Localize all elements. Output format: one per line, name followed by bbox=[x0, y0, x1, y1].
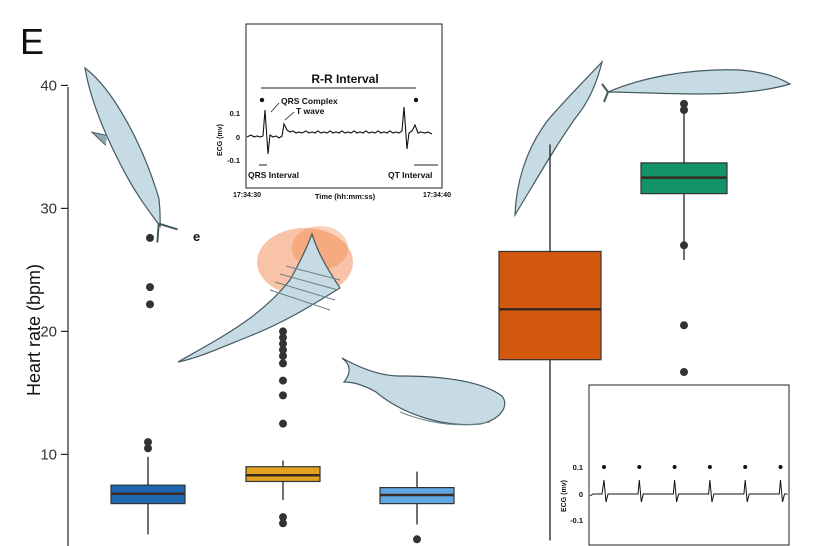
ecg-bottom-ytick: -0.1 bbox=[570, 516, 583, 525]
ecg-inset-bottom: ECG (mv) 0.1 0 -0.1 bbox=[561, 384, 790, 546]
whale-illustration-3 bbox=[341, 357, 506, 426]
outlier-point bbox=[144, 438, 152, 447]
r-peak-marker bbox=[259, 97, 265, 103]
ecg-top-ytick: 0 bbox=[236, 133, 240, 142]
outlier-point bbox=[680, 106, 688, 114]
outlier-point bbox=[279, 391, 287, 400]
beat-marker bbox=[602, 465, 606, 469]
beat-marker bbox=[743, 465, 748, 469]
y-ticks: 10 20 30 40 bbox=[40, 77, 68, 463]
ecg-top-x-start: 17:34:30 bbox=[233, 192, 261, 199]
rr-interval-title: R-R Interval bbox=[311, 72, 378, 86]
panel-label: E bbox=[20, 21, 44, 62]
t-wave-arrow bbox=[284, 111, 295, 121]
column1-outliers bbox=[146, 233, 154, 309]
qrs-complex-label: QRS Complex bbox=[281, 96, 338, 106]
outlier-point bbox=[279, 359, 287, 368]
outlier-point bbox=[144, 444, 152, 453]
box-plot-2 bbox=[245, 327, 321, 528]
outlier-point bbox=[146, 283, 154, 292]
outlier-point bbox=[146, 300, 154, 309]
stray-label: e bbox=[193, 229, 200, 244]
ecg-bottom-trace bbox=[589, 479, 788, 503]
outlier-point bbox=[279, 333, 287, 342]
outlier-point bbox=[279, 345, 287, 354]
ecg-inset-top-frame bbox=[245, 23, 443, 189]
outlier-point bbox=[279, 339, 287, 348]
y-tick-label: 10 bbox=[40, 446, 57, 463]
ecg-top-ylabel: ECG (mv) bbox=[217, 124, 224, 156]
qt-interval-label: QT Interval bbox=[388, 170, 432, 180]
outlier-point bbox=[279, 513, 287, 522]
ecg-top-xlabel: Time (hh:mm:ss) bbox=[315, 192, 376, 201]
y-tick-label: 40 bbox=[40, 77, 57, 94]
ecg-inset-bottom-frame bbox=[588, 384, 790, 546]
whale-illustration-5 bbox=[601, 69, 792, 103]
ecg-top-trace bbox=[246, 106, 433, 155]
beat-marker bbox=[778, 465, 783, 469]
outlier-point bbox=[680, 241, 688, 250]
outlier-point bbox=[279, 352, 287, 360]
y-tick-label: 30 bbox=[40, 200, 57, 217]
ecg-bottom-ytick: 0.1 bbox=[573, 463, 583, 472]
box-plot-5 bbox=[640, 99, 728, 376]
outlier-point bbox=[680, 367, 688, 376]
outlier-point bbox=[680, 321, 688, 330]
qrs-arrow bbox=[270, 102, 280, 113]
outlier-point bbox=[279, 419, 287, 428]
outlier-point bbox=[680, 99, 688, 108]
ecg-bottom-ytick: 0 bbox=[579, 490, 583, 499]
ecg-inset-top: R-R Interval QRS Complex T wave ECG (mv)… bbox=[217, 23, 451, 201]
beat-marker bbox=[707, 465, 712, 469]
y-axis-label: Heart rate (bpm) bbox=[24, 264, 44, 396]
outlier-point bbox=[279, 519, 287, 528]
r-peak-marker bbox=[413, 97, 419, 103]
whale-illustration-4 bbox=[514, 59, 604, 218]
outlier-point bbox=[146, 233, 154, 242]
outlier-point bbox=[279, 376, 287, 385]
box-plots bbox=[110, 99, 728, 544]
beat-marker bbox=[637, 465, 642, 469]
t-wave-label: T wave bbox=[296, 106, 325, 116]
ecg-top-x-end: 17:34:40 bbox=[423, 192, 451, 199]
box-plot-3 bbox=[379, 471, 455, 544]
box-plot-1 bbox=[110, 438, 186, 535]
qrs-interval-label: QRS Interval bbox=[248, 170, 299, 180]
y-axis: 10 20 30 40 Heart rate (bpm) bbox=[24, 77, 69, 546]
outlier-point bbox=[413, 535, 421, 544]
beat-marker bbox=[672, 465, 677, 469]
ecg-top-ytick: 0.1 bbox=[230, 109, 240, 118]
whale-illustration-2 bbox=[177, 226, 353, 363]
ecg-top-ytick: -0.1 bbox=[227, 156, 240, 165]
outlier-point bbox=[279, 327, 287, 336]
whale-illustration-1 bbox=[84, 66, 178, 243]
box bbox=[498, 250, 602, 361]
ecg-bottom-ylabel: ECG (mv) bbox=[561, 480, 568, 512]
box-plot-4 bbox=[498, 144, 602, 541]
beat-markers bbox=[602, 465, 783, 469]
y-tick-label: 20 bbox=[40, 323, 57, 340]
